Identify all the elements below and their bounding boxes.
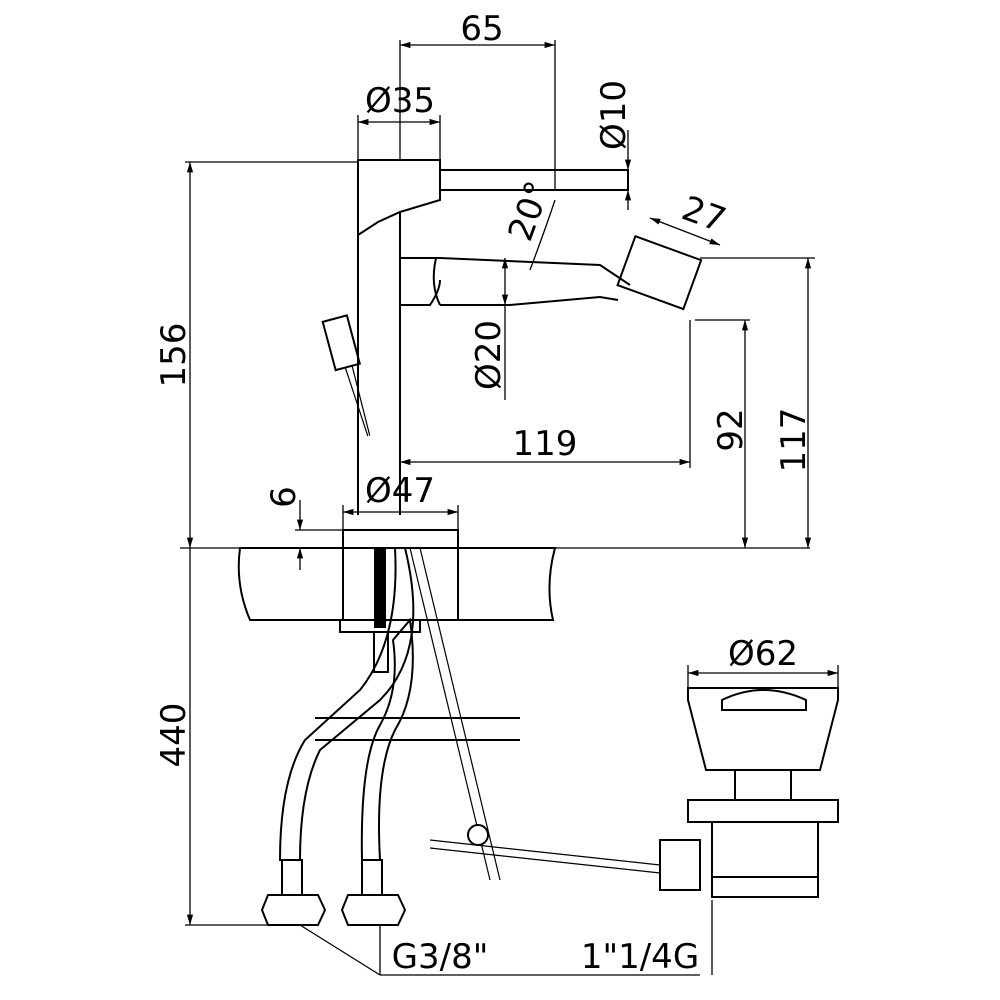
dim-spout-height: 117	[774, 408, 814, 473]
dim-base-thickness: 6	[264, 486, 304, 508]
label-hose-thread: G3/8"	[392, 937, 489, 977]
dim-total-height: 156	[154, 323, 194, 388]
nozzle	[616, 234, 703, 311]
dim-nozzle-length: 27	[677, 188, 731, 240]
countertop-section	[237, 547, 557, 673]
lever-handle	[439, 169, 629, 191]
mixer-body	[321, 159, 703, 549]
dim-spout-projection: 119	[513, 424, 578, 464]
label-drain-thread: 1"1/4G	[581, 937, 699, 977]
pop-up-drain	[659, 687, 839, 898]
spout	[400, 257, 631, 306]
dim-nozzle-height: 92	[711, 408, 751, 451]
handle-detail	[321, 314, 371, 437]
dim-body-diameter: Ø35	[365, 81, 435, 121]
dim-65: 65	[460, 9, 503, 49]
flexible-hoses	[260, 547, 661, 926]
dim-spout-angle: 20°	[501, 176, 559, 246]
dim-spout-diameter: Ø20	[469, 320, 509, 390]
base-plate	[342, 529, 459, 549]
dim-drain-diameter: Ø62	[728, 634, 798, 674]
dim-base-diameter: Ø47	[365, 471, 435, 511]
dim-hose-length: 440	[154, 703, 194, 768]
dim-lever-diameter: Ø10	[594, 80, 634, 150]
dimension-lines	[180, 40, 839, 976]
